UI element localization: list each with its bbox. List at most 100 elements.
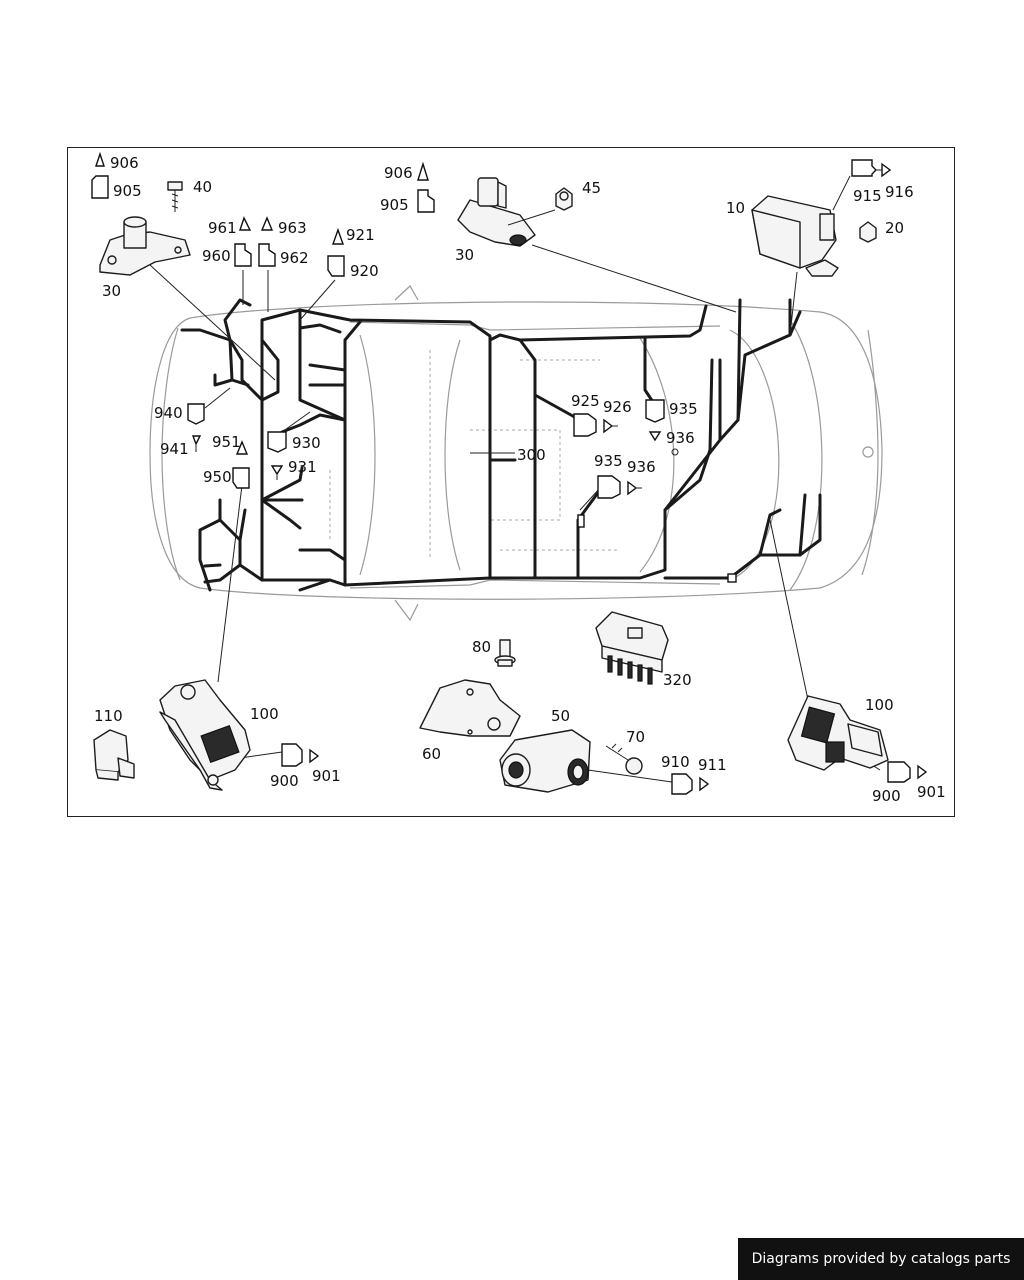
callout-950: 950 [203,468,232,486]
harness-junction-icon [727,573,737,583]
callout-926: 926 [603,398,632,416]
callout-930: 930 [292,434,321,452]
connector-icon [234,243,252,267]
part-100-left-sensor [159,679,251,791]
pin-icon [917,764,928,780]
callout-961: 961 [208,219,237,237]
plug-icon [260,216,274,231]
callout-960: 960 [202,247,231,265]
main-harness [180,298,822,592]
callout-60: 60 [422,745,441,763]
nut-icon [555,187,573,211]
pin-icon [876,162,892,178]
fuse-pins [607,655,653,685]
callout-931: 931 [288,458,317,476]
footer-badge: Diagrams provided by catalogs parts [738,1238,1024,1280]
callout-30: 30 [455,246,474,264]
part-320-fuse-block [595,611,669,685]
callout-921: 921 [346,226,375,244]
pin-icon [627,480,642,496]
callout-900: 900 [270,772,299,790]
part-10-control-unit [751,175,851,277]
connector-icon [258,243,276,267]
screw-icon [167,181,183,212]
screw-icon [605,743,643,775]
pin-icon [309,748,320,764]
callout-951: 951 [212,433,241,451]
callout-911: 911 [698,756,727,774]
callout-45: 45 [582,179,601,197]
callout-300: 300 [517,446,546,464]
pin-icon [603,418,618,434]
callout-925: 925 [571,392,600,410]
callout-963: 963 [278,219,307,237]
callout-935: 935 [594,452,623,470]
callout-70: 70 [626,728,645,746]
plug-icon [332,227,344,245]
plug-icon [239,216,252,231]
callout-40: 40 [193,178,212,196]
part-100-right-sensor [787,695,889,771]
callout-906: 906 [110,154,139,172]
connector-icon [573,413,597,437]
connector-icon [187,403,205,425]
part-30-left-sensor [99,216,191,276]
callout-906: 906 [384,164,413,182]
connector-icon [851,159,877,177]
callout-962: 962 [280,249,309,267]
connector-icon [281,743,303,767]
callout-320: 320 [663,671,692,689]
callout-100: 100 [865,696,894,714]
callout-936: 936 [666,429,695,447]
connector-icon [91,175,109,199]
plug-icon [417,161,429,181]
callout-110: 110 [94,707,123,725]
leader-lines [149,244,881,783]
connector-icon [327,255,345,277]
callout-935: 935 [669,400,698,418]
callout-30: 30 [102,282,121,300]
callout-915: 915 [853,187,882,205]
connector-icon [417,189,435,213]
callout-901: 901 [312,767,341,785]
callout-80: 80 [472,638,491,656]
callout-900: 900 [872,787,901,805]
callout-901: 901 [917,783,946,801]
connector-icon [232,467,250,489]
callout-905: 905 [113,182,142,200]
harness-plug-icon [577,514,585,528]
connector-icon [267,431,287,453]
connector-icon [597,475,621,499]
pin-icon [270,465,284,480]
part-50-sensor [499,729,591,793]
connector-icon [671,773,693,795]
callout-100: 100 [250,705,279,723]
part-60-bracket [419,679,521,737]
callout-20: 20 [885,219,904,237]
pin-icon [648,431,662,442]
callout-940: 940 [154,404,183,422]
footer-text: Diagrams provided by catalogs parts [751,1251,1011,1267]
callout-941: 941 [160,440,189,458]
pin-icon [191,435,202,452]
pin-icon [671,448,679,456]
car-body-outline [149,285,883,622]
callout-905: 905 [380,196,409,214]
part-30-center-sensor [457,177,556,247]
callout-50: 50 [551,707,570,725]
callout-920: 920 [350,262,379,280]
plug-icon [95,151,105,167]
diagram-frame [67,147,955,817]
part-110-bracket [93,729,135,781]
connector-icon [887,761,911,783]
callout-936: 936 [627,458,656,476]
plug-icon [235,440,249,455]
callout-916: 916 [885,183,914,201]
callout-910: 910 [661,753,690,771]
nut-icon [859,221,877,243]
callout-labels: 906 905 40 30 961 963 960 962 921 920 90… [94,154,946,805]
part-80-stud [494,639,516,667]
callout-10: 10 [726,199,745,217]
connector-icon [645,399,665,423]
